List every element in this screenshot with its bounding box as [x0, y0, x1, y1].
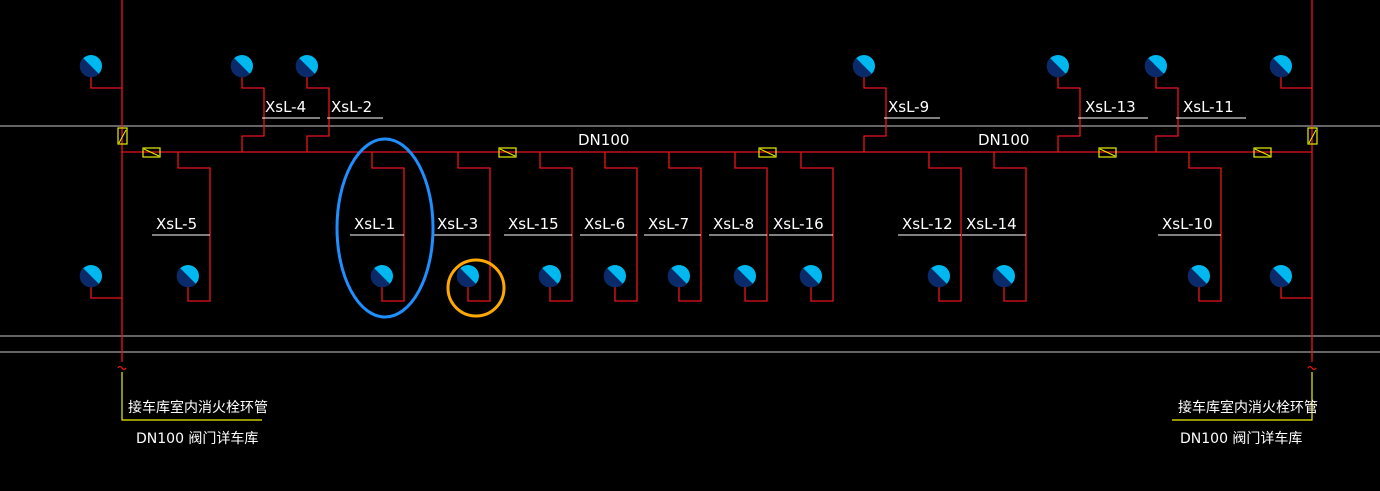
riser-label-xsl-13: XsL-13	[1085, 98, 1136, 116]
riser-label-xsl-7: XsL-7	[648, 215, 689, 233]
riser-branch-xsl-13	[1057, 66, 1081, 152]
valve-icon	[1098, 147, 1117, 158]
riser-labels: XsL-4 XsL-2 XsL-9 XsL-13 XsL-11 XsL-5 Xs…	[152, 98, 1246, 236]
riser-label-xsl-6: XsL-6	[584, 215, 625, 233]
valve-icon	[498, 147, 517, 158]
riser-branch-xsl-9	[863, 66, 887, 152]
note-left-line1: 接车库室内消火栓环管	[128, 399, 268, 416]
connection-notes: 接车库室内消火栓环管 DN100 阀门详车库 接车库室内消火栓环管 DN100 …	[128, 399, 1318, 447]
hydrant-icon	[992, 265, 1015, 288]
pipe-size-labels: DN100 DN100	[578, 131, 1029, 149]
pipe-network	[90, 0, 1317, 371]
valve-icon	[1253, 147, 1272, 158]
valve-icon	[117, 127, 128, 145]
riser-label-xsl-1: XsL-1	[354, 215, 395, 233]
hydrant-icon	[799, 265, 822, 288]
hydrants	[79, 55, 1292, 288]
hydrant-icon	[456, 265, 479, 288]
break-mark	[1307, 365, 1317, 371]
note-leader-left	[121, 372, 262, 421]
note-right-line1: 接车库室内消火栓环管	[1178, 399, 1318, 416]
hydrant-icon	[1144, 55, 1167, 78]
hydrant-icon	[667, 265, 690, 288]
hydrant-icon	[1187, 265, 1210, 288]
note-right-line2: DN100 阀门详车库	[1180, 430, 1302, 447]
riser-branch-xsl-2	[306, 66, 330, 152]
riser-label-xsl-12: XsL-12	[902, 215, 953, 233]
pipe-size-label-left: DN100	[578, 131, 629, 149]
grid-lines	[0, 125, 1380, 353]
riser-label-xsl-10: XsL-10	[1162, 215, 1213, 233]
hydrant-icon	[1269, 265, 1292, 288]
valve-icon	[758, 147, 777, 158]
riser-label-xsl-4: XsL-4	[265, 98, 306, 116]
hydrant-icon	[603, 265, 626, 288]
hydrant-icon	[79, 55, 102, 78]
hydrant-icon	[927, 265, 950, 288]
hydrant-icon	[733, 265, 756, 288]
note-leaders	[121, 372, 1313, 421]
hydrant-icon	[852, 55, 875, 78]
highlight-circle-orange	[446, 258, 506, 318]
note-leader-right	[1172, 372, 1313, 421]
riser-label-xsl-15: XsL-15	[508, 215, 559, 233]
break-mark	[117, 365, 127, 371]
hydrant-icon	[176, 265, 199, 288]
note-left-line2: DN100 阀门详车库	[136, 430, 258, 447]
hydrant-icon	[370, 265, 393, 288]
pipe-size-label-right: DN100	[978, 131, 1029, 149]
highlight-ellipse-blue	[335, 137, 435, 319]
riser-label-xsl-14: XsL-14	[966, 215, 1017, 233]
hydrant-icon	[1046, 55, 1069, 78]
hydrant-icon	[295, 55, 318, 78]
riser-label-xsl-9: XsL-9	[888, 98, 929, 116]
hydrant-icon	[1269, 55, 1292, 78]
valve-icon	[1307, 127, 1318, 145]
riser-branch-xsl-4	[241, 66, 265, 152]
valve-icon	[142, 147, 161, 158]
hydrant-icon	[538, 265, 561, 288]
riser-label-xsl-8: XsL-8	[713, 215, 754, 233]
riser-label-xsl-5: XsL-5	[156, 215, 197, 233]
highlight-annotations	[335, 137, 506, 319]
riser-label-xsl-2: XsL-2	[331, 98, 372, 116]
riser-label-xsl-16: XsL-16	[773, 215, 824, 233]
riser-label-xsl-3: XsL-3	[437, 215, 478, 233]
hydrant-icon	[79, 265, 102, 288]
hydrant-icon	[230, 55, 253, 78]
riser-label-xsl-11: XsL-11	[1183, 98, 1234, 116]
riser-branch-xsl-11	[1155, 66, 1179, 152]
valves	[117, 127, 1318, 158]
